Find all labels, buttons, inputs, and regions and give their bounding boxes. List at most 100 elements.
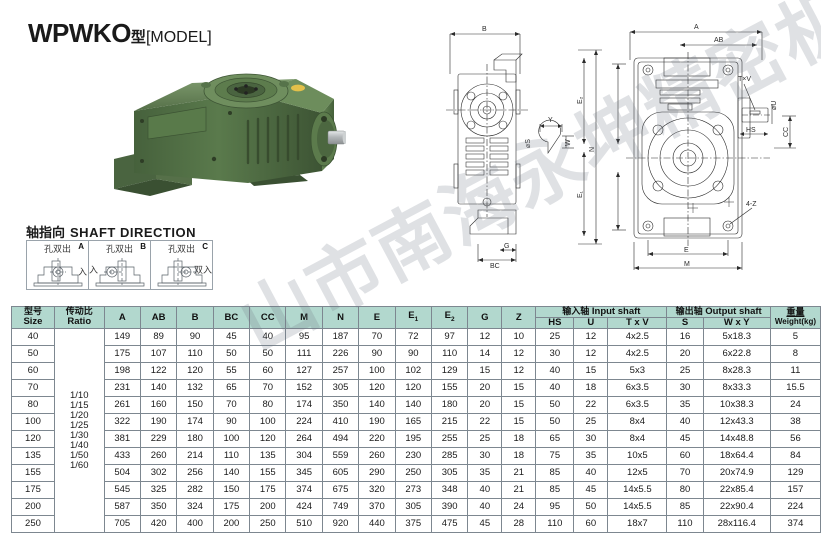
col-head-E1: E1	[394, 305, 432, 330]
cell-S: 35	[666, 396, 704, 415]
col-head-Z: Z	[501, 305, 537, 330]
cell-A: 381	[103, 430, 141, 449]
cell-size: 70	[11, 379, 55, 398]
cell-WxY: 20x74.9	[702, 464, 771, 483]
shaft-cell-a-letter: A	[78, 242, 84, 251]
cell-G: 15	[467, 362, 503, 381]
cell-TxV: 6x3.5	[607, 396, 668, 415]
shaft-direction-cell-a: 孔双出 A 入	[27, 241, 89, 289]
cell-TxV: 4x2.5	[607, 345, 668, 364]
col-head-BC: BC	[212, 305, 251, 330]
cell-M: 152	[285, 379, 323, 398]
cell-BC: 140	[212, 464, 251, 483]
shaft-section-detail: Y ⌀S W	[525, 117, 574, 154]
cell-N: 675	[321, 481, 360, 500]
cell-Z: 15	[501, 396, 537, 415]
cell-S: 40	[666, 413, 704, 432]
cell-E1: 230	[394, 447, 432, 466]
dim-label-AB: AB	[714, 37, 724, 44]
cell-G: 14	[467, 345, 503, 364]
cell-A: 504	[103, 464, 141, 483]
cell-weight: 11	[769, 362, 821, 381]
cell-B: 120	[176, 362, 214, 381]
dim-label-CC: CC	[783, 127, 790, 137]
cell-TxV: 6x3.5	[607, 379, 668, 398]
cell-AB: 350	[139, 498, 178, 517]
cell-M: 374	[285, 481, 323, 500]
cell-WxY: 22x90.4	[702, 498, 771, 517]
dim-label-E1: E₁	[577, 190, 584, 198]
cell-E2: 110	[430, 345, 469, 364]
cell-E2: 255	[430, 430, 469, 449]
cell-E: 440	[358, 515, 396, 533]
cell-U: 22	[573, 396, 609, 415]
cell-size: 175	[11, 481, 55, 500]
cell-E: 220	[358, 430, 396, 449]
cell-BC: 100	[212, 430, 251, 449]
cell-size: 200	[11, 498, 55, 517]
cell-A: 587	[103, 498, 141, 517]
cell-BC: 45	[212, 328, 251, 347]
cell-HS: 40	[535, 362, 575, 381]
cell-S: 110	[666, 515, 704, 533]
cell-U: 12	[573, 345, 609, 364]
cell-S: 16	[666, 328, 704, 347]
cell-AB: 229	[139, 430, 178, 449]
cell-N: 187	[321, 328, 360, 347]
col-head-N: N	[321, 305, 360, 330]
cell-AB: 140	[139, 379, 178, 398]
cell-weight: 38	[769, 413, 821, 432]
cell-N: 257	[321, 362, 360, 381]
cell-CC: 100	[249, 413, 287, 432]
cell-weight: 84	[769, 447, 821, 466]
cell-N: 559	[321, 447, 360, 466]
cell-TxV: 8x4	[607, 430, 668, 449]
output-shaft	[310, 111, 348, 167]
cell-size: 135	[11, 447, 55, 466]
cell-E: 290	[358, 464, 396, 483]
cell-WxY: 18x64.4	[702, 447, 771, 466]
cell-Z: 12	[501, 345, 537, 364]
cell-TxV: 12x5	[607, 464, 668, 483]
cell-Z: 28	[501, 515, 537, 533]
cell-E2: 97	[430, 328, 469, 347]
cell-AB: 122	[139, 362, 178, 381]
cell-E1: 72	[394, 328, 432, 347]
cell-S: 80	[666, 481, 704, 500]
cell-M: 111	[285, 345, 323, 364]
cell-U: 30	[573, 430, 609, 449]
cell-B: 282	[176, 481, 214, 500]
cell-weight: 15.5	[769, 379, 821, 398]
cell-CC: 175	[249, 481, 287, 500]
col-head-A: A	[103, 305, 141, 330]
cell-E: 140	[358, 396, 396, 415]
cell-U: 40	[573, 464, 609, 483]
cell-M: 264	[285, 430, 323, 449]
dim-label-E2: E₂	[577, 96, 584, 104]
col-head-weight: 重量 Weight(kg)	[769, 305, 821, 330]
cell-Z: 21	[501, 464, 537, 483]
cell-WxY: 22x85.4	[702, 481, 771, 500]
cell-A: 149	[103, 328, 141, 347]
cell-WxY: 5x18.3	[702, 328, 771, 347]
cell-WxY: 10x38.3	[702, 396, 771, 415]
col-head-E: E	[358, 305, 396, 330]
cell-BC: 50	[212, 345, 251, 364]
cell-M: 345	[285, 464, 323, 483]
cell-N: 920	[321, 515, 360, 533]
col-head-M: M	[285, 305, 323, 330]
cell-M: 95	[285, 328, 323, 347]
cell-BC: 150	[212, 481, 251, 500]
cell-AB: 107	[139, 345, 178, 364]
cell-E: 370	[358, 498, 396, 517]
cell-size: 80	[11, 396, 55, 415]
cell-TxV: 14x5.5	[607, 481, 668, 500]
